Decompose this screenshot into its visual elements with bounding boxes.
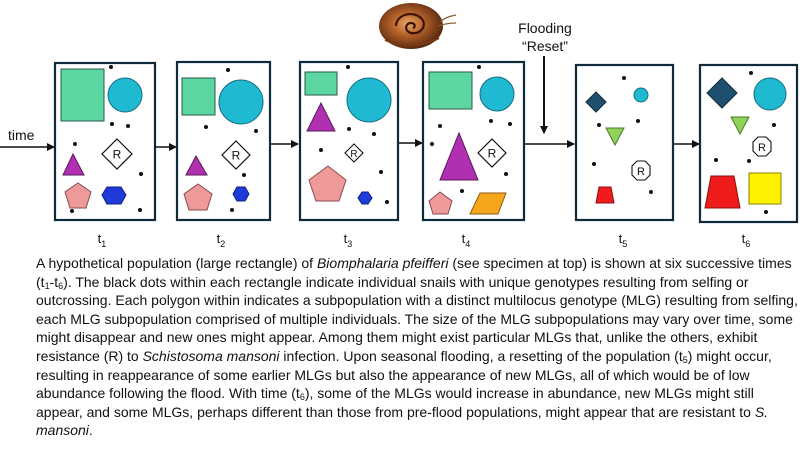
snail-dot [204, 125, 208, 129]
snail-dot [379, 170, 383, 174]
snail-dot [764, 210, 768, 214]
reset-label: “Reset” [522, 38, 568, 54]
panel-t6: R t6 [698, 63, 799, 249]
mlg-pink-pentagon [428, 191, 453, 215]
resistant-mlg-octagon [631, 160, 651, 181]
mlg-red-trapezoid [704, 175, 741, 209]
resistant-mlg-diamond [477, 138, 507, 168]
snail-dot [70, 209, 74, 213]
snail-dot [460, 189, 464, 193]
mlg-magenta-triangle [439, 131, 479, 181]
population-diagram: Flooding “Reset” time R t1 R [0, 3, 799, 249]
snail-icon [379, 3, 457, 49]
resistance-mark: R [232, 149, 241, 163]
snail-dot [346, 65, 350, 69]
snail-dot [438, 124, 442, 128]
snail-dot [230, 208, 234, 212]
resistant-mlg-octagon [752, 136, 772, 157]
snail-dot [126, 124, 130, 128]
mlg-blue-hexagon [101, 186, 127, 205]
resistance-mark: R [113, 148, 122, 162]
snail-dot [139, 172, 143, 176]
mlg-pink-pentagon [64, 182, 92, 209]
snail-dot [636, 119, 640, 123]
mlg-teal-circle [107, 77, 143, 113]
snail-dot [347, 127, 351, 131]
snail-dot [138, 208, 142, 212]
panel-t5: R t5 [574, 63, 675, 249]
snail-dot [254, 129, 258, 133]
species-name: Biomphalaria pfeifferi [316, 255, 449, 271]
mlg-green-rectangle [181, 77, 216, 116]
snail-dot [372, 132, 376, 136]
mlg-teal-circle [479, 76, 515, 112]
mlg-magenta-triangle [62, 152, 85, 176]
mlg-blue-hexagon [232, 186, 250, 202]
snail-dot [749, 71, 753, 75]
mlg-magenta-triangle [306, 101, 336, 132]
flooding-label: Flooding [518, 20, 572, 36]
time-point-label: t5 [619, 231, 628, 249]
mlg-pink-pentagon [308, 165, 347, 202]
snail-dot [430, 142, 434, 146]
mlg-navy-diamond [706, 77, 738, 109]
snail-dot [242, 173, 246, 177]
mlg-green-rectangle [304, 71, 338, 96]
snail-dot [319, 148, 323, 152]
resistance-mark: R [350, 149, 357, 160]
time-point-label: t3 [344, 231, 353, 249]
mlg-yellow-square [748, 172, 782, 205]
time-point-label: t1 [98, 231, 107, 249]
mlg-magenta-triangle [185, 154, 208, 176]
snail-dot [489, 119, 493, 123]
mlg-teal-circle [633, 87, 649, 103]
resistance-mark: R [637, 166, 645, 178]
panel-t4: R t4 [421, 60, 526, 249]
mlg-red-trapezoid [595, 186, 615, 204]
panel-t1: R t1 [53, 61, 157, 249]
snail-dot [73, 142, 77, 146]
resistance-mark: R [488, 147, 497, 161]
snail-dot [385, 200, 389, 204]
mlg-green-rectangle [60, 68, 105, 122]
figure-caption: A hypothetical population (large rectang… [36, 255, 798, 439]
parasite-name: Schistosoma mansoni [142, 347, 280, 364]
resistant-mlg-diamond [344, 143, 364, 163]
mlg-pink-pentagon [183, 183, 213, 211]
snail-dot [649, 190, 653, 194]
snail-dot [508, 122, 512, 126]
panel-t2: R t2 [175, 60, 272, 249]
time-point-label: t6 [742, 231, 751, 249]
mlg-green-rectangle [428, 71, 473, 110]
mlg-blue-hexagon [357, 191, 373, 205]
snail-dot [592, 162, 596, 166]
resistant-mlg-diamond [221, 140, 251, 170]
mlg-lime-triangle [605, 127, 625, 147]
time-point-label: t2 [217, 231, 226, 249]
time-label: time [8, 127, 35, 143]
resistance-mark: R [758, 142, 766, 154]
snail-dot [110, 122, 114, 126]
time-point-label: t4 [462, 231, 471, 249]
snail-dot [597, 123, 601, 127]
parasite-short-name: S. mansoni [36, 403, 769, 439]
mlg-orange-parallelogram [469, 192, 507, 215]
snail-dot [714, 158, 718, 162]
mlg-navy-diamond [585, 91, 607, 113]
resistant-mlg-diamond [101, 138, 133, 170]
snail-dot [477, 65, 481, 69]
snail-dot [109, 65, 113, 69]
panel-t3: R t3 [298, 60, 400, 249]
mlg-teal-circle [218, 79, 264, 125]
snail-dot [226, 68, 230, 72]
snail-dot [747, 159, 751, 163]
mlg-teal-circle [346, 77, 392, 123]
population-box [574, 63, 675, 222]
snail-dot [772, 123, 776, 127]
mlg-lime-triangle [730, 116, 750, 136]
snail-dot [504, 172, 508, 176]
snail-dot [622, 76, 626, 80]
mlg-teal-circle [753, 77, 787, 111]
